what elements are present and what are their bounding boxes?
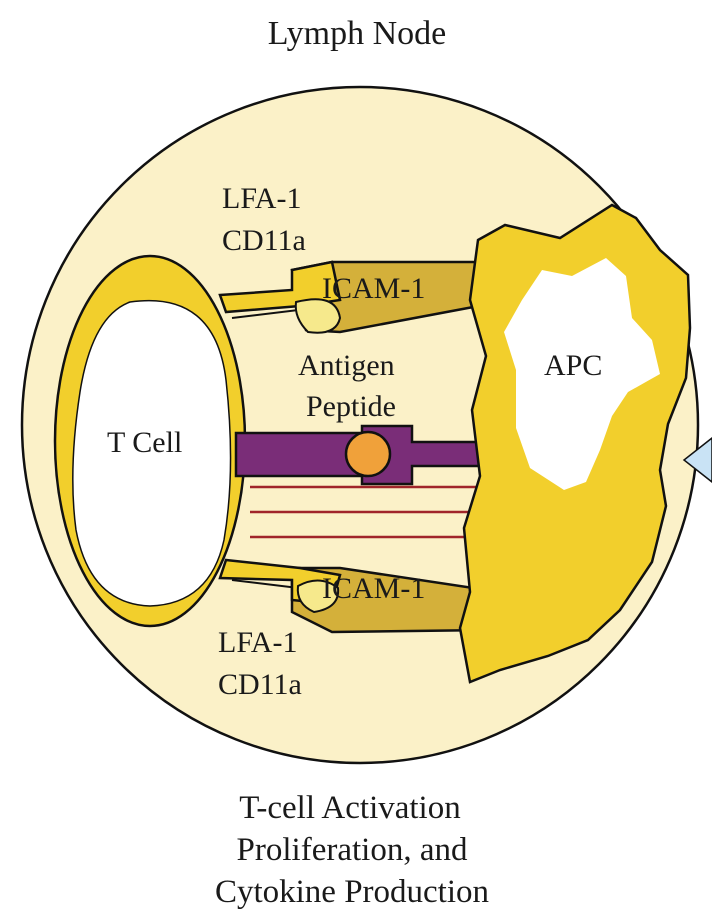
antigen-circle — [346, 432, 390, 476]
caption-line2: Proliferation, and — [237, 832, 468, 868]
icam-top-label: ICAM-1 — [322, 272, 425, 305]
lfa-bottom-label-line2: CD11a — [218, 668, 302, 701]
diagram-title: Lymph Node — [268, 15, 446, 52]
lfa-bottom-label-line1: LFA-1 — [218, 626, 297, 659]
apc-label: APC — [544, 349, 602, 382]
lfa-top-label-line2: CD11a — [222, 224, 306, 257]
antigen-label-line2: Peptide — [306, 390, 396, 423]
lfa-top-label-line1: LFA-1 — [222, 182, 301, 215]
t-cell-label: T Cell — [107, 426, 182, 459]
antigen-label-line1: Antigen — [298, 349, 395, 382]
icam-bottom-label: ICAM-1 — [322, 572, 425, 605]
apc-cell — [460, 205, 690, 682]
caption-line3: Cytokine Production — [215, 874, 489, 910]
caption-line1: T-cell Activation — [239, 790, 460, 826]
